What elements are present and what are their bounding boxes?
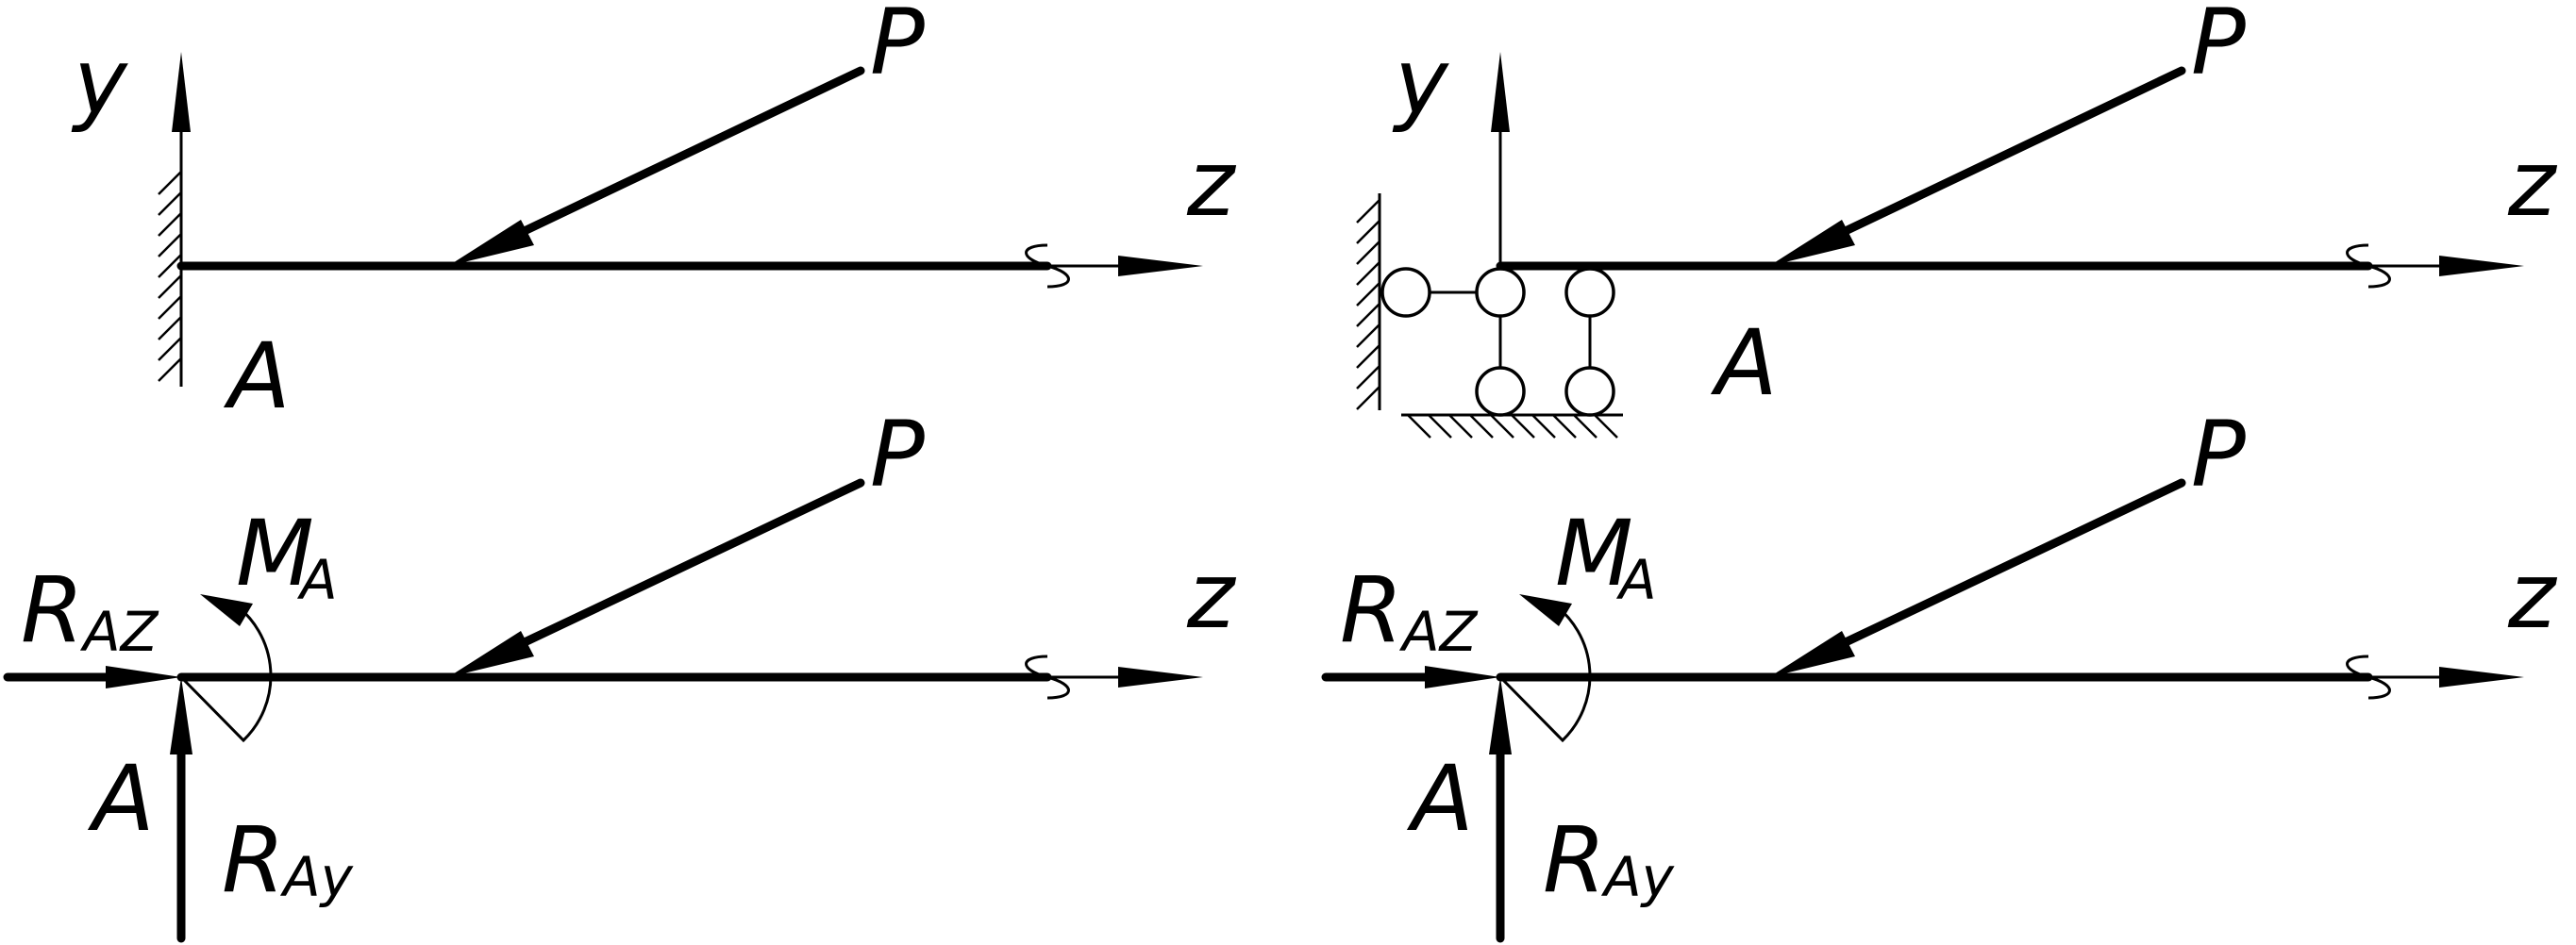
force-p-arrow [1769,66,2186,266]
z-axis-label: z [1186,131,1237,237]
force-label: P [2191,0,2246,95]
svg-text:AZ: AZ [1398,600,1479,664]
y-axis-label: y [1392,29,1449,135]
fixed-wall-support [158,165,183,387]
point-label: A [223,323,291,429]
svg-text:AZ: AZ [79,600,159,664]
z-axis [1025,655,1203,700]
reaction-ray-arrow [170,677,192,943]
svg-text:Ay: Ay [279,845,354,909]
force-label: P [870,0,925,95]
y-axis [1491,52,1510,269]
force-p-arrow [448,478,865,677]
reaction-ray-label: R Ay [1543,807,1675,913]
svg-text:R: R [21,557,84,663]
svg-text:A: A [1615,548,1657,612]
svg-text:M: M [236,501,314,606]
force-label: P [870,402,925,507]
panel-top-left: y z P A [71,0,1237,429]
point-label: A [1406,746,1474,852]
force-p-arrow [1769,478,2186,677]
moment-ma-arrow [1498,594,1592,743]
z-axis-label: z [2507,131,2558,237]
svg-text:Ay: Ay [1600,845,1675,909]
z-axis-label: z [2507,543,2558,649]
z-axis [2346,655,2524,700]
panel-bottom-right: z P R AZ R Ay M A [1321,402,2558,943]
point-label: A [87,746,155,852]
panel-top-right: y z P A [1356,0,2558,439]
svg-text:M: M [1555,501,1633,606]
z-axis [2346,243,2524,289]
reaction-raz-label: R AZ [21,557,159,664]
panel-bottom-left: z P R AZ R Ay M A [3,402,1237,943]
z-axis-label: z [1186,543,1237,649]
y-axis-label: y [71,29,128,135]
moment-ma-label: M A [236,501,338,612]
point-label: A [1710,310,1778,416]
moment-ma-arrow [179,594,273,743]
reaction-raz-label: R AZ [1340,557,1479,664]
svg-text:R: R [1543,807,1606,913]
reaction-raz-arrow [1321,666,1500,688]
reaction-ray-arrow [1489,677,1512,943]
force-label: P [2191,402,2246,507]
y-axis [172,52,191,266]
svg-text:R: R [1340,557,1403,663]
reaction-ray-label: R Ay [222,807,354,913]
reaction-raz-arrow [3,666,181,688]
hinge-circles [1380,267,1615,417]
force-p-arrow [448,66,865,266]
moment-ma-label: M A [1555,501,1657,612]
ground-support [1401,413,1623,439]
svg-text:R: R [222,807,285,913]
wall-support [1356,193,1381,410]
z-axis [1025,243,1203,289]
svg-text:A: A [296,548,338,612]
